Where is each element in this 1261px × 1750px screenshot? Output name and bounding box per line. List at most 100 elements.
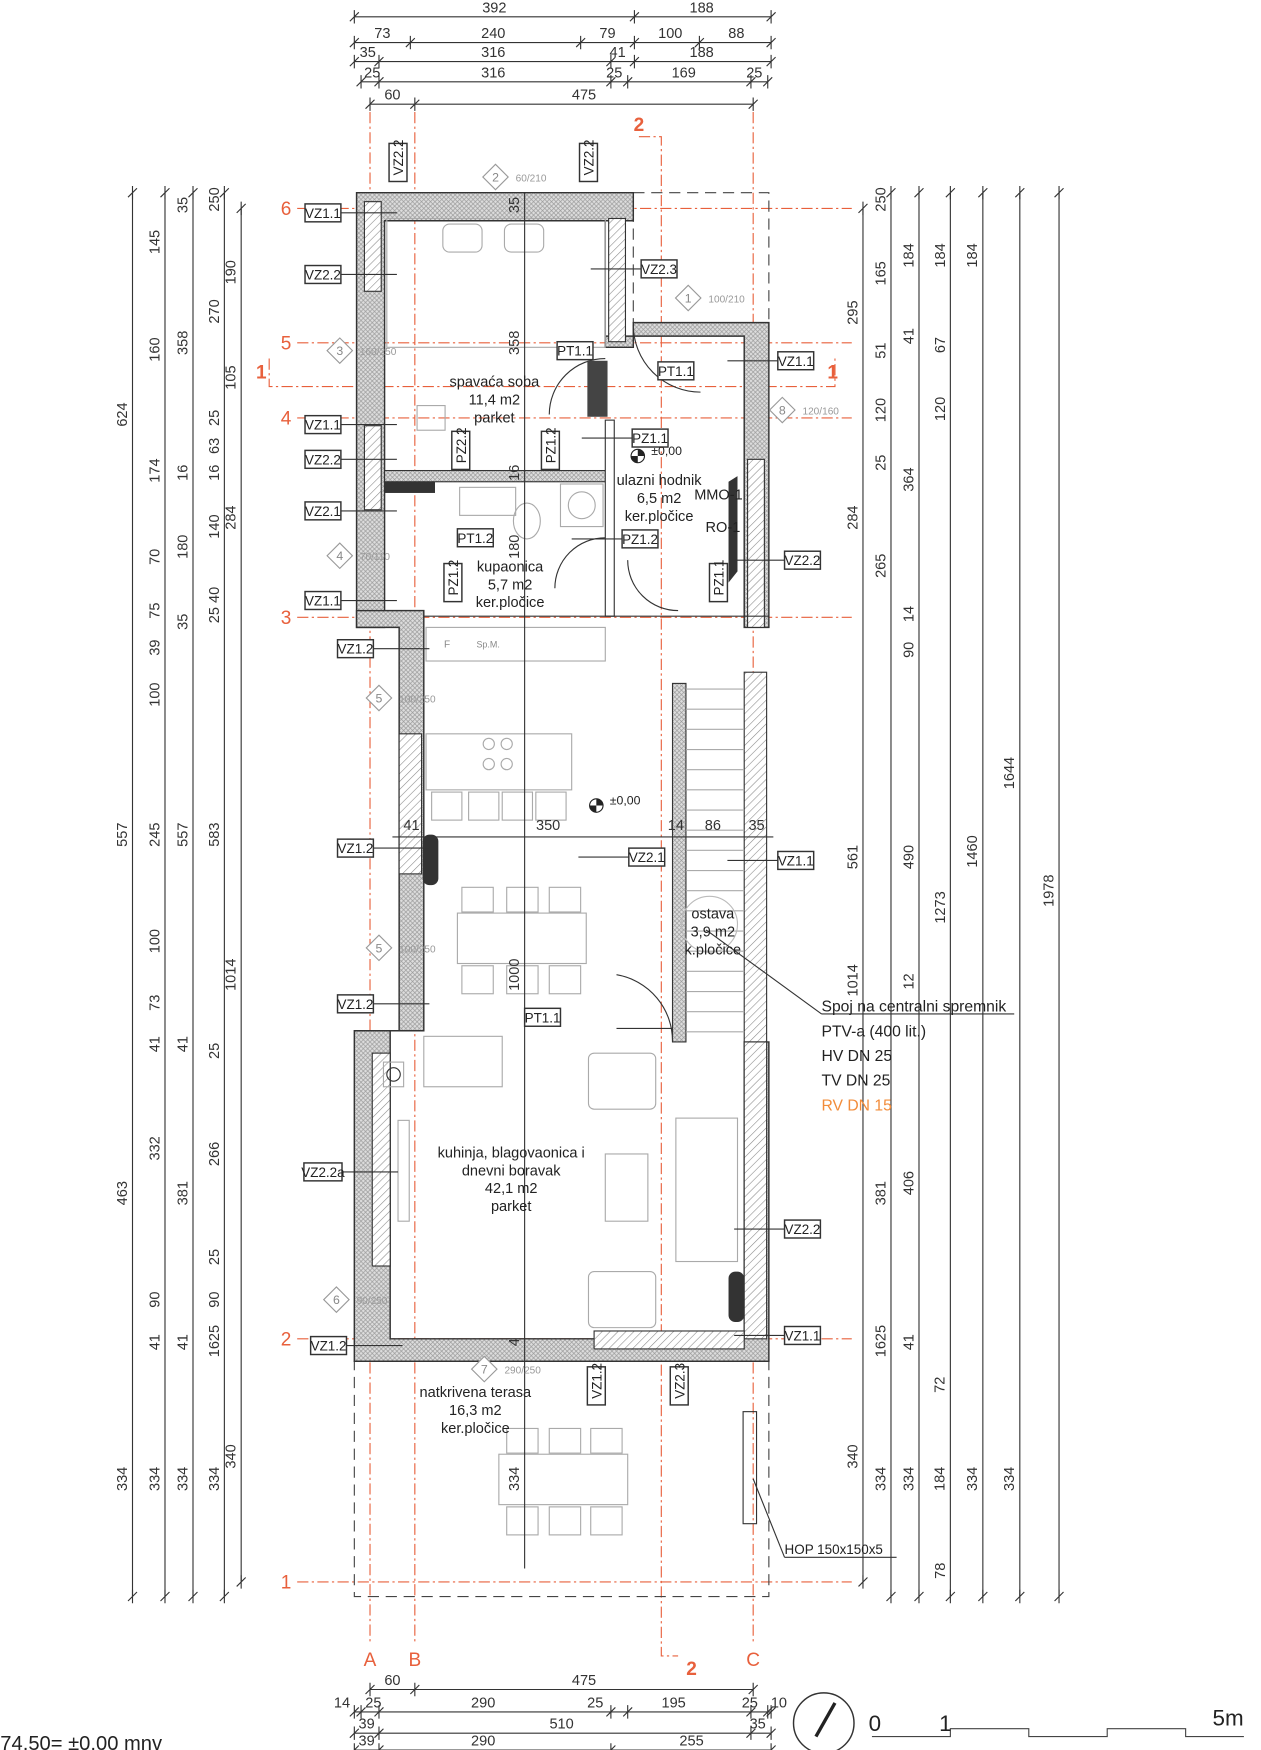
section-marker: 1 — [256, 363, 267, 384]
dimension-label: 290 — [471, 1695, 495, 1711]
dimension-label: 105 — [224, 365, 240, 389]
room-label-floor: ker.pločice — [625, 509, 694, 525]
dimension-label: 350 — [536, 818, 560, 834]
room-label-area: 6,5 m2 — [637, 491, 681, 507]
dimension-label: 120 — [933, 397, 949, 421]
dimension-label: 284 — [224, 505, 240, 529]
element-tag — [586, 1366, 607, 1406]
dimension-label: 41 — [901, 328, 917, 344]
dim-tick — [374, 1705, 384, 1719]
dim-tick — [766, 10, 776, 24]
element-tag — [336, 638, 375, 659]
room-label-area: 3,9 m2 — [691, 925, 735, 941]
dimension-label: 120 — [873, 398, 889, 422]
dim-tick — [349, 1705, 360, 1719]
element-tag — [669, 1366, 689, 1406]
building-walls — [353, 191, 1015, 1598]
element-tag — [451, 430, 471, 471]
room-label-floor: parket — [474, 410, 514, 426]
dim-tick — [694, 35, 705, 50]
dimension-label: 16 — [175, 465, 191, 481]
dim-tick — [629, 35, 640, 50]
dimension-label: 1460 — [965, 835, 981, 867]
dim-tick — [349, 35, 360, 50]
element-tag — [556, 340, 594, 361]
note-line: PTV-a (400 lit.) — [822, 1023, 927, 1040]
note-line: Spoj na centralni spremnik — [822, 999, 1007, 1016]
wall-insulation — [363, 201, 382, 292]
hop-leader — [752, 1478, 786, 1558]
dimension-label: 334 — [873, 1467, 889, 1491]
door-swing — [554, 537, 606, 589]
room-label-floor: parket — [491, 1199, 531, 1215]
dimension-label: 79 — [599, 26, 615, 42]
element-tag — [631, 428, 669, 448]
dimension-label: 266 — [207, 1142, 223, 1166]
section-line — [268, 358, 836, 388]
dimension-label: 332 — [147, 1136, 163, 1160]
dimension-label: 25 — [207, 1043, 223, 1059]
wall-insulation — [743, 671, 768, 1043]
dimension-label: 41 — [610, 45, 626, 61]
door-swing — [627, 560, 679, 612]
element-tag-label: VZ1.1 — [305, 594, 341, 609]
dimension-label: 1625 — [873, 1325, 889, 1357]
window-marker — [768, 396, 796, 424]
element-tag-label: VZ2.2a — [301, 1165, 345, 1180]
element-tag — [628, 847, 666, 867]
element-tag — [388, 142, 408, 183]
element-tag — [304, 203, 342, 223]
dimension-label: 561 — [845, 845, 861, 869]
room-label-floor: k.pločice — [685, 943, 742, 959]
room-label-area: 42,1 m2 — [485, 1181, 538, 1197]
element-tag — [336, 838, 375, 858]
dimension-label: 90 — [147, 1292, 163, 1308]
dimension-label: 334 — [207, 1467, 223, 1491]
north-arrow — [792, 1692, 855, 1750]
element-tag-label: VZ2.2 — [785, 553, 821, 568]
dim-tick — [1054, 185, 1064, 200]
element-tag — [304, 501, 342, 521]
radiator — [422, 834, 439, 886]
element-tag — [456, 528, 494, 548]
room-label-floor: ker.pločice — [476, 595, 545, 611]
dim-tick — [409, 97, 420, 111]
dim-tick — [365, 1682, 375, 1697]
window-spec: 60/210 — [516, 173, 547, 184]
element-tag — [783, 1219, 822, 1239]
window-number: 3 — [336, 344, 343, 358]
grid-axis-label: 2 — [281, 1330, 292, 1351]
window-number: 8 — [779, 404, 786, 418]
element-tag-label: VZ2.3 — [641, 262, 677, 277]
dimension-label: 624 — [115, 402, 131, 426]
wall-insulation — [743, 1041, 768, 1340]
dimension-label: 35 — [750, 1717, 766, 1733]
dimension-label: 475 — [572, 88, 596, 104]
element-tag-label: PZ1.1 — [632, 431, 668, 446]
dimension-label: 25 40 — [207, 587, 223, 623]
dim-tick — [622, 75, 633, 89]
dimension-label: 475 — [572, 1673, 596, 1689]
dimension-label: 41 — [175, 1036, 191, 1052]
element-tag-label: PZ2.2 — [454, 427, 469, 463]
dim-tick — [219, 1589, 230, 1604]
dimension-label: 39 — [359, 1734, 375, 1750]
electric-panel — [728, 476, 738, 583]
hop-label: HOP 150x150x5 — [785, 1542, 883, 1557]
element-tag-label: VZ1.1 — [778, 354, 814, 369]
level-marker-fill — [589, 798, 604, 813]
dim-tick — [1054, 1589, 1064, 1604]
dimension-label: 334 — [1002, 1467, 1018, 1491]
element-tag — [304, 449, 342, 470]
furniture — [382, 217, 758, 1536]
level-label: ±0,00 — [651, 444, 682, 458]
dim-tick — [746, 1705, 756, 1719]
room-label-name2: dnevni boravak — [462, 1163, 561, 1179]
dimension-label: 63 — [207, 438, 223, 454]
dimension-label: 25 — [207, 1249, 223, 1265]
dim-tick — [629, 10, 640, 24]
grid-axis-label: A — [364, 1650, 377, 1671]
radiator — [384, 481, 435, 493]
dimension-label: 100 — [658, 26, 682, 42]
dimension-label: 245 — [147, 823, 163, 847]
